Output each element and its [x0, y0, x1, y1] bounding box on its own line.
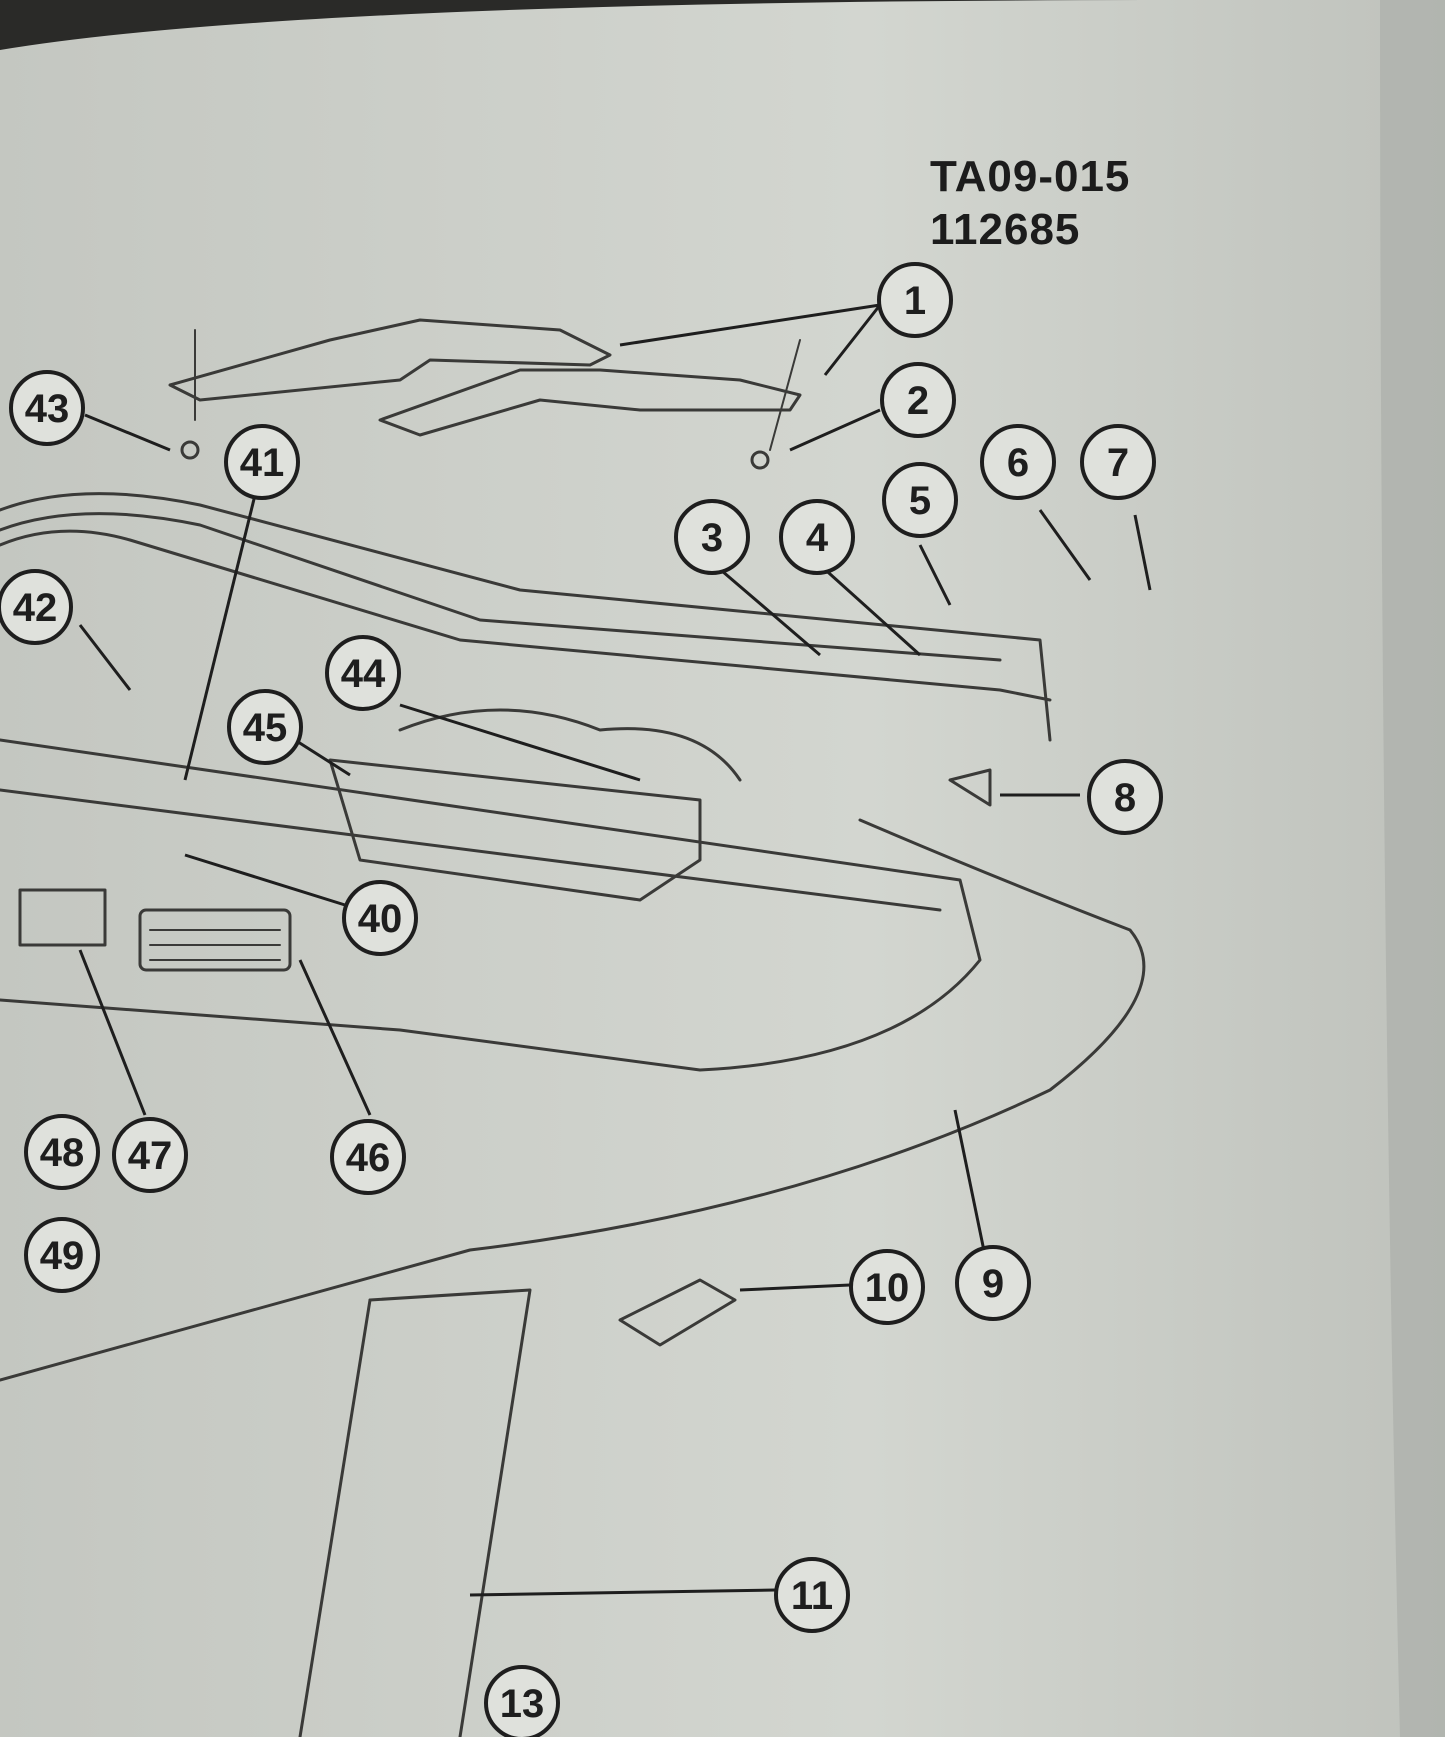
callout-number: 9 — [982, 1262, 1004, 1306]
callout-2: 2 — [880, 362, 956, 438]
reference-code: TA09-015 — [930, 152, 1131, 201]
cable-runs — [0, 492, 1052, 742]
callout-1: 1 — [877, 262, 953, 338]
callout-number: 41 — [240, 441, 285, 485]
callout-44: 44 — [325, 635, 401, 711]
callout-circle — [1080, 424, 1156, 500]
callout-number: 42 — [13, 586, 58, 630]
callout-42: 42 — [0, 569, 73, 645]
callout-circle — [955, 1245, 1031, 1321]
callout-number: 5 — [909, 479, 931, 523]
callout-4: 4 — [779, 499, 855, 575]
dash-frame — [0, 708, 982, 1072]
callout-number: 2 — [907, 379, 929, 423]
callout-47: 47 — [112, 1117, 188, 1193]
callout-7: 7 — [1080, 424, 1156, 500]
callout-circle — [227, 689, 303, 765]
callout-circle — [112, 1117, 188, 1193]
callout-number: 40 — [358, 897, 403, 941]
callout-circle — [877, 262, 953, 338]
callout-13: 13 — [484, 1665, 560, 1737]
callout-circle — [1087, 759, 1163, 835]
callout-number: 1 — [904, 279, 926, 323]
callout-circle — [774, 1557, 850, 1633]
callout-45: 45 — [227, 689, 303, 765]
leader-lines — [78, 303, 1152, 1597]
callout-number: 48 — [40, 1131, 85, 1175]
callout-circle — [325, 635, 401, 711]
callout-circle — [342, 880, 418, 956]
callout-number: 49 — [40, 1234, 85, 1278]
callout-number: 10 — [865, 1266, 910, 1310]
callout-40: 40 — [342, 880, 418, 956]
callout-number: 45 — [243, 706, 288, 750]
callout-49: 49 — [24, 1217, 100, 1293]
callout-43: 43 — [9, 370, 85, 446]
callout-circle — [779, 499, 855, 575]
callout-11: 11 — [774, 1557, 850, 1633]
callout-number: 43 — [25, 387, 70, 431]
callout-number: 7 — [1107, 441, 1129, 485]
callout-circle — [224, 424, 300, 500]
callout-circle — [0, 569, 73, 645]
callout-circle — [849, 1249, 925, 1325]
callout-circle — [24, 1217, 100, 1293]
callout-circle — [330, 1119, 406, 1195]
callout-number: 13 — [500, 1682, 545, 1726]
callout-circle — [24, 1114, 100, 1190]
callout-circle — [484, 1665, 560, 1737]
callout-circle — [880, 362, 956, 438]
callout-number: 47 — [128, 1134, 173, 1178]
callout-10: 10 — [849, 1249, 925, 1325]
callout-circle — [9, 370, 85, 446]
callout-48: 48 — [24, 1114, 100, 1190]
callout-number: 11 — [791, 1574, 833, 1618]
harness-and-panel — [0, 768, 1146, 1737]
callout-number: 3 — [701, 516, 723, 560]
callout-circle — [980, 424, 1056, 500]
callout-46: 46 — [330, 1119, 406, 1195]
callout-number: 44 — [341, 652, 386, 696]
callout-6: 6 — [980, 424, 1056, 500]
callout-number: 6 — [1007, 441, 1029, 485]
callout-number: 46 — [346, 1136, 391, 1180]
callout-8: 8 — [1087, 759, 1163, 835]
callout-number: 8 — [1114, 776, 1136, 820]
callout-41: 41 — [224, 424, 300, 500]
callout-9: 9 — [955, 1245, 1031, 1321]
callout-circle — [882, 462, 958, 538]
callout-number: 4 — [806, 516, 829, 560]
callout-circle — [674, 499, 750, 575]
reference-number: 112685 — [930, 205, 1081, 254]
callout-3: 3 — [674, 499, 750, 575]
callout-5: 5 — [882, 462, 958, 538]
upper-brackets — [168, 318, 802, 470]
